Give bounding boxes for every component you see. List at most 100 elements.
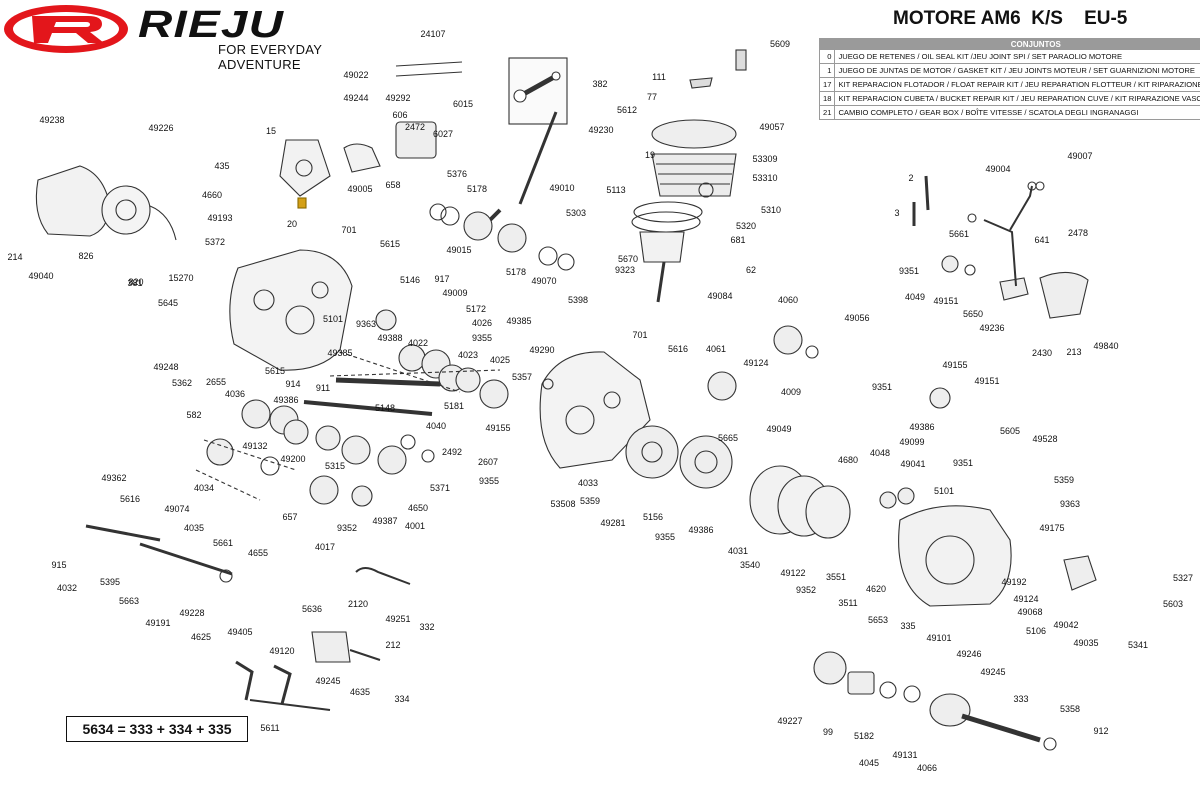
- part-number-label: 5359: [580, 496, 600, 506]
- part-number-label: 49292: [385, 93, 410, 103]
- part-number-label: 5341: [1128, 640, 1148, 650]
- part-number-label: 5636: [302, 604, 322, 614]
- part-number-label: 5605: [1000, 426, 1020, 436]
- part-number-label: 5616: [668, 344, 688, 354]
- part-number-label: 15270: [168, 273, 193, 283]
- part-number-label: 62: [746, 265, 756, 275]
- part-number-label: 5653: [868, 615, 888, 625]
- part-number-label: 20: [287, 219, 297, 229]
- part-number-label: 9351: [872, 382, 892, 392]
- fork-set-callout: 5634 = 333 + 334 + 335: [66, 716, 248, 742]
- part-number-label: 5661: [213, 538, 233, 548]
- part-number-label: 6027: [433, 129, 453, 139]
- part-number-label: 701: [632, 330, 647, 340]
- part-number-label: 641: [1034, 235, 1049, 245]
- part-number-label: 4001: [405, 521, 425, 531]
- part-number-label: 4048: [870, 448, 890, 458]
- part-number-label: 53310: [752, 173, 777, 183]
- part-number-label: 917: [434, 274, 449, 284]
- part-number-label: 99: [823, 727, 833, 737]
- part-number-label: 49124: [743, 358, 768, 368]
- part-number-label: 5670: [618, 254, 638, 264]
- part-number-label: 915: [51, 560, 66, 570]
- part-number-label: 2430: [1032, 348, 1052, 358]
- part-number-label: 5156: [643, 512, 663, 522]
- part-number-label: 4049: [905, 292, 925, 302]
- part-number-label: 111: [652, 72, 666, 82]
- part-number-label: 658: [385, 180, 400, 190]
- part-number-label: 4625: [191, 632, 211, 642]
- part-number-label: 9355: [472, 333, 492, 343]
- part-number-label: 4620: [866, 584, 886, 594]
- brand-header: RIEJU FOR EVERYDAY ADVENTURE: [0, 0, 370, 72]
- part-number-label: 9352: [796, 585, 816, 595]
- part-number-label: 657: [282, 512, 297, 522]
- part-number-label: 49009: [442, 288, 467, 298]
- part-number-label: 5315: [325, 461, 345, 471]
- part-number-label: 5616: [120, 494, 140, 504]
- part-number-label: 5310: [761, 205, 781, 215]
- part-number-label: 5362: [172, 378, 192, 388]
- part-number-label: 5178: [506, 267, 526, 277]
- part-number-label: 4650: [408, 503, 428, 513]
- part-number-label: 49041: [900, 459, 925, 469]
- part-number-label: 49131: [892, 750, 917, 760]
- part-number-label: 49070: [531, 276, 556, 286]
- part-number-label: 49004: [985, 164, 1010, 174]
- part-number-label: 4680: [838, 455, 858, 465]
- part-number-label: 4035: [184, 523, 204, 533]
- part-number-label: 5609: [770, 39, 790, 49]
- kits-table-header: CONJUNTOS: [819, 38, 1200, 50]
- kit-number: 18: [818, 91, 836, 106]
- part-number-label: 381: [127, 278, 142, 288]
- part-number-label: 2120: [348, 599, 368, 609]
- part-number-label: 49245: [980, 667, 1005, 677]
- kit-number: 1: [818, 63, 836, 78]
- part-number-label: 4023: [458, 350, 478, 360]
- part-number-label: 9323: [615, 265, 635, 275]
- part-number-label: 49387: [372, 516, 397, 526]
- part-number-label: 49040: [28, 271, 53, 281]
- part-number-label: 333: [1013, 694, 1028, 704]
- part-number-label: 4031: [728, 546, 748, 556]
- part-number-label: 49244: [343, 93, 368, 103]
- part-number-label: 2492: [442, 447, 462, 457]
- part-number-label: 4045: [859, 758, 879, 768]
- part-number-label: 214: [7, 252, 22, 262]
- part-number-label: 4022: [408, 338, 428, 348]
- part-number-label: 49281: [600, 518, 625, 528]
- part-number-label: 49251: [385, 614, 410, 624]
- part-number-label: 3511: [838, 598, 857, 608]
- part-number-label: 5146: [400, 275, 420, 285]
- part-number-label: 49230: [588, 125, 613, 135]
- part-number-label: 49122: [780, 568, 805, 578]
- part-number-label: 5358: [1060, 704, 1080, 714]
- part-number-label: 826: [78, 251, 93, 261]
- part-number-label: 5615: [380, 239, 400, 249]
- part-number-label: 49005: [347, 184, 372, 194]
- part-number-label: 5320: [736, 221, 756, 231]
- part-number-label: 4033: [578, 478, 598, 488]
- part-number-label: 49068: [1017, 607, 1042, 617]
- part-number-label: 334: [394, 694, 409, 704]
- kit-description: KIT REPARACION CUBETA / BUCKET REPAIR KI…: [834, 91, 1200, 106]
- part-number-label: 49290: [529, 345, 554, 355]
- part-number-label: 5101: [934, 486, 954, 496]
- part-number-label: 5182: [854, 731, 874, 741]
- part-number-label: 49386: [688, 525, 713, 535]
- part-number-label: 5357: [512, 372, 532, 382]
- part-number-label: 49227: [777, 716, 802, 726]
- part-number-label: 582: [186, 410, 201, 420]
- part-number-label: 9351: [899, 266, 919, 276]
- part-number-label: 5101: [323, 314, 343, 324]
- part-number-label: 4026: [472, 318, 492, 328]
- part-number-label: 4655: [248, 548, 268, 558]
- part-number-label: 49840: [1093, 341, 1118, 351]
- part-number-label: 6015: [453, 99, 473, 109]
- kit-number: 17: [818, 77, 836, 92]
- kit-description: KIT REPARACION FLOTADOR / FLOAT REPAIR K…: [834, 77, 1200, 92]
- part-number-label: 49049: [766, 424, 791, 434]
